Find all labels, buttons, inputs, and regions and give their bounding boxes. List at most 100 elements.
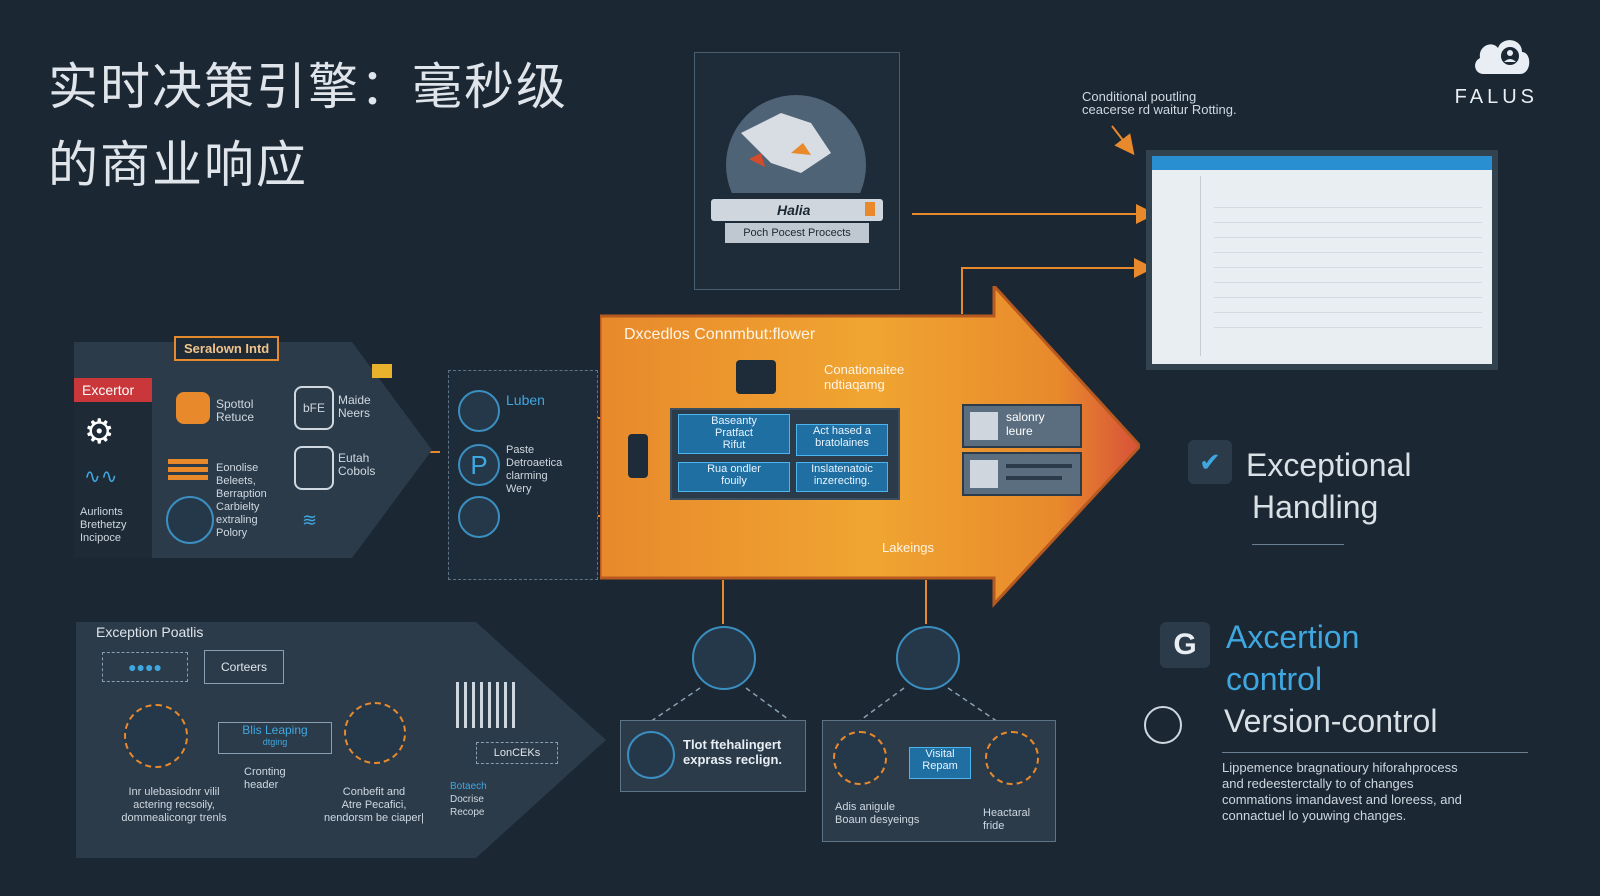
screenshot-grid [1214,202,1482,342]
mid-label-paste-3: clarming [506,470,548,482]
tablet-circle-icon [833,731,887,785]
exceptional-line-2: Handling [1252,489,1379,525]
caption-right: Conbefit and Atre Pecafici, nendorsm be … [312,786,436,825]
process-cell-1-line-1: Baseanty [711,415,757,427]
exception-panel-shape [76,622,606,858]
axcertion-line-1: Axcertion [1226,619,1360,655]
lightbulb-icon [1144,706,1182,744]
bfe-hex-icon: bFE [294,386,334,430]
exceptional-underline [1252,544,1344,545]
globe-icon [726,95,866,193]
para-line-2: and redeesterctally to of changes [1222,776,1414,791]
doc-circle-icon [627,731,675,779]
item-maide: Maide Neers [338,394,371,420]
red-tag: Excertor [74,378,152,402]
phone-icon [628,434,648,478]
clipboard-circle-icon [896,626,960,690]
caption-right-1: Conbefit and [342,786,406,798]
process-cell-4-line-1: Inslatenatoic [811,463,873,475]
item-eonolise-4: Carbielty [216,501,260,513]
process-cell-2-line-1: Act hased a [812,425,872,437]
bottom-box-1[interactable]: Tlot ftehalingert exprass reclign. [620,720,806,792]
caption-mid-2: header [244,779,279,791]
para-line-4: connactuel lo youwing changes. [1222,808,1407,823]
exceptional-handling: Exceptional Handling [1246,444,1411,528]
left-panel-arrow [322,342,432,558]
process-cell-2-line-2: bratolaines [815,437,869,449]
person-circle-icon [985,731,1039,785]
mid-icon-3 [458,496,500,538]
right-card-icon [970,412,998,440]
right-card-2-bar-2 [1006,476,1062,480]
bottom-box-2-cap-right-1: Heactaral [983,807,1031,819]
item-eonolise-2: Beleets, [216,475,256,487]
caption-left-2: actering recsoily, [133,799,215,811]
visital-repam-line-2: Repam [922,760,958,772]
search-caption: Botaech Docrise Recope [450,780,487,819]
version-control: Version-control [1224,703,1438,739]
flag-icon [372,364,392,378]
bottom-box-1-line-2: exprass reclign. [683,752,782,767]
team-circle-icon [344,702,406,764]
item-spottol: Spottol Retuce [216,398,254,424]
item-spottol-1: Spottol [216,397,254,411]
side-caption-3: Incipoce [80,532,121,544]
axcertion-line-2: control [1226,661,1323,697]
process-cell-2[interactable]: Act hased a bratolaines [796,424,888,456]
item-eutah: Eutah Cobols [338,452,375,478]
user-circle-icon [166,496,214,544]
bar-chart-icon [456,682,516,728]
item-maide-1: Maide [338,393,371,407]
item-eonolise-6: Polory [216,527,248,539]
process-cell-1-line-3: Rifut [722,439,746,451]
caption-right-3: nendorsm be ciaper| [323,812,425,824]
bottom-box-2-cap-left-2: Boaun desyeings [835,814,920,826]
item-eutah-1: Eutah [338,451,370,465]
main-arrow-note: Conationaitee ndtiaqamg [824,362,904,392]
blis-leaping-box[interactable]: Blis Leaping dtging [218,722,332,754]
right-card-label-1: salonry [1006,410,1045,424]
mid-label-paste: Paste Detroaetica clarming Wery [506,444,562,496]
process-cell-3[interactable]: Rua ondler fouily [678,462,790,492]
blis-leaping-line-2: dtging [262,737,288,747]
process-cell-4[interactable]: Inslatenatoic inzerecting. [796,462,888,492]
item-eutah-2: Cobols [338,464,376,478]
bottom-box-2-cap-right-2: fride [983,820,1005,832]
exception-panel-title: Exception Poatlis [96,624,204,640]
right-card-2-icon [970,460,998,488]
bottom-box-2-cap-right: Heactaral fride [983,807,1030,833]
process-cell-1[interactable]: Baseanty Pratfact Rifut [678,414,790,454]
side-caption: Aurlionts Brethetzy Incipoce [80,506,126,545]
right-card-1[interactable]: salonry leure [962,404,1082,448]
hand-circle-icon [692,626,756,690]
lonceks-box: LonCEKs [476,742,558,764]
process-cell-4-line-2: inzerecting. [813,475,871,487]
left-panel-tag: Seralown Intd [174,336,280,361]
item-spottol-2: Retuce [216,410,255,424]
bottom-box-1-text: Tlot ftehalingert exprass reclign. [683,737,782,767]
hub-bar-icon [865,202,875,216]
cloud-user-icon [1475,40,1530,74]
hub-card[interactable]: Halia Poch Pocest Procects [694,52,900,290]
right-card-label: salonry leure [1006,410,1045,438]
people-circle-icon [124,704,188,768]
blis-leaping-line-1: Blis Leaping [242,723,308,737]
item-eonolise: Eonolise Beleets, Berraption Carbielty e… [216,462,267,540]
visital-repam-button[interactable]: Visital Repam [909,747,971,779]
brand-name: FALUS [1454,86,1538,108]
dots-box: ●●●● [102,652,188,682]
mid-label-luben: Luben [506,392,545,408]
hub-caption: Poch Pocest Procects [725,223,869,243]
right-card-2[interactable] [962,452,1082,496]
top-note-line-1: Conditional poutling [1082,89,1197,104]
corteers-box[interactable]: Corteers [204,650,284,684]
side-caption-2: Brethetzy [80,519,127,531]
item-eonolise-5: extraling [216,514,258,526]
bottom-box-1-line-1: Tlot ftehalingert [683,737,782,752]
left-subpanel [74,402,152,558]
wifi-icon: ≋ [302,510,318,530]
item-maide-2: Neers [338,406,371,420]
app-screenshot[interactable] [1146,150,1498,370]
screenshot-titlebar [1152,156,1492,170]
item-eonolise-3: Berraption [216,488,267,500]
